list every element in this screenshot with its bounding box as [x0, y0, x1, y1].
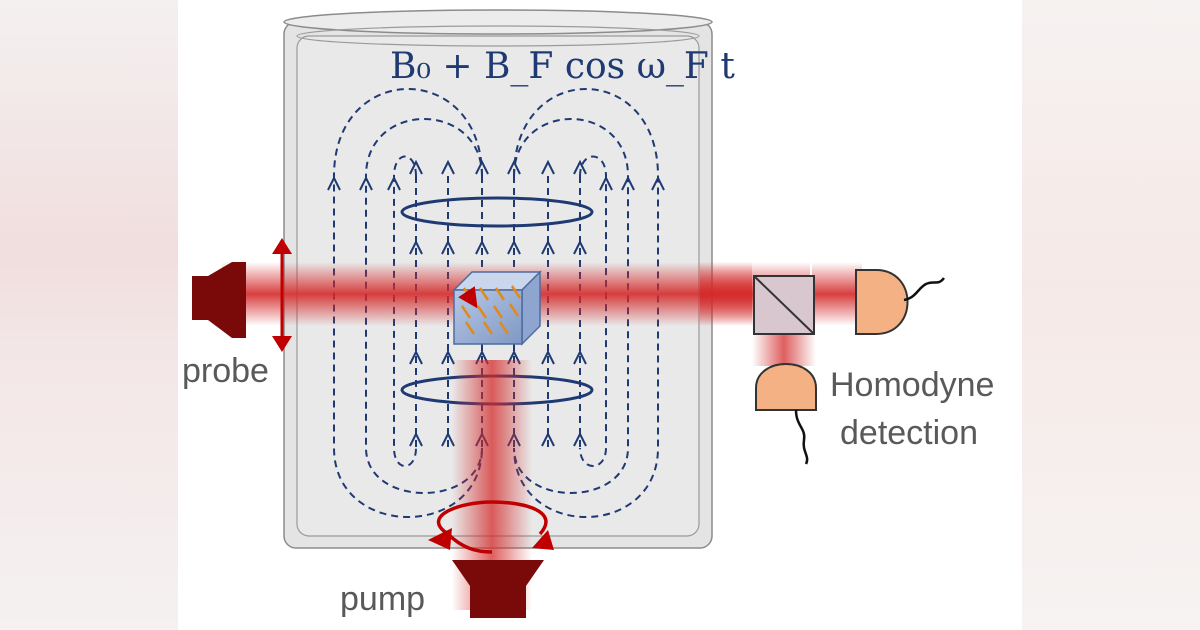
pump-laser-icon [452, 560, 544, 618]
pump-label: pump [340, 580, 426, 618]
vapor-cell-icon [452, 270, 542, 346]
circular-polarization-icon [436, 500, 548, 554]
probe-label: probe [182, 352, 269, 390]
right-backdrop [1022, 0, 1200, 630]
probe-laser-icon [192, 262, 246, 338]
circular-polarization-arrowhead-2 [532, 530, 554, 550]
field-formula: B₀ + B_F cos ω_F t [390, 46, 735, 87]
homodyne-label-line1: Homodyne [830, 366, 995, 404]
circular-polarization-arrowhead [428, 528, 452, 550]
beam-splitter-icon [753, 275, 815, 335]
left-backdrop [0, 0, 178, 630]
linear-polarization-arrow-icon [272, 238, 292, 352]
photodetector-icon-2 [755, 363, 817, 465]
homodyne-label-line2: detection [840, 414, 978, 452]
transmitted-beam [812, 262, 862, 326]
photodetector-icon [855, 269, 945, 335]
spin-arrows [458, 285, 522, 335]
